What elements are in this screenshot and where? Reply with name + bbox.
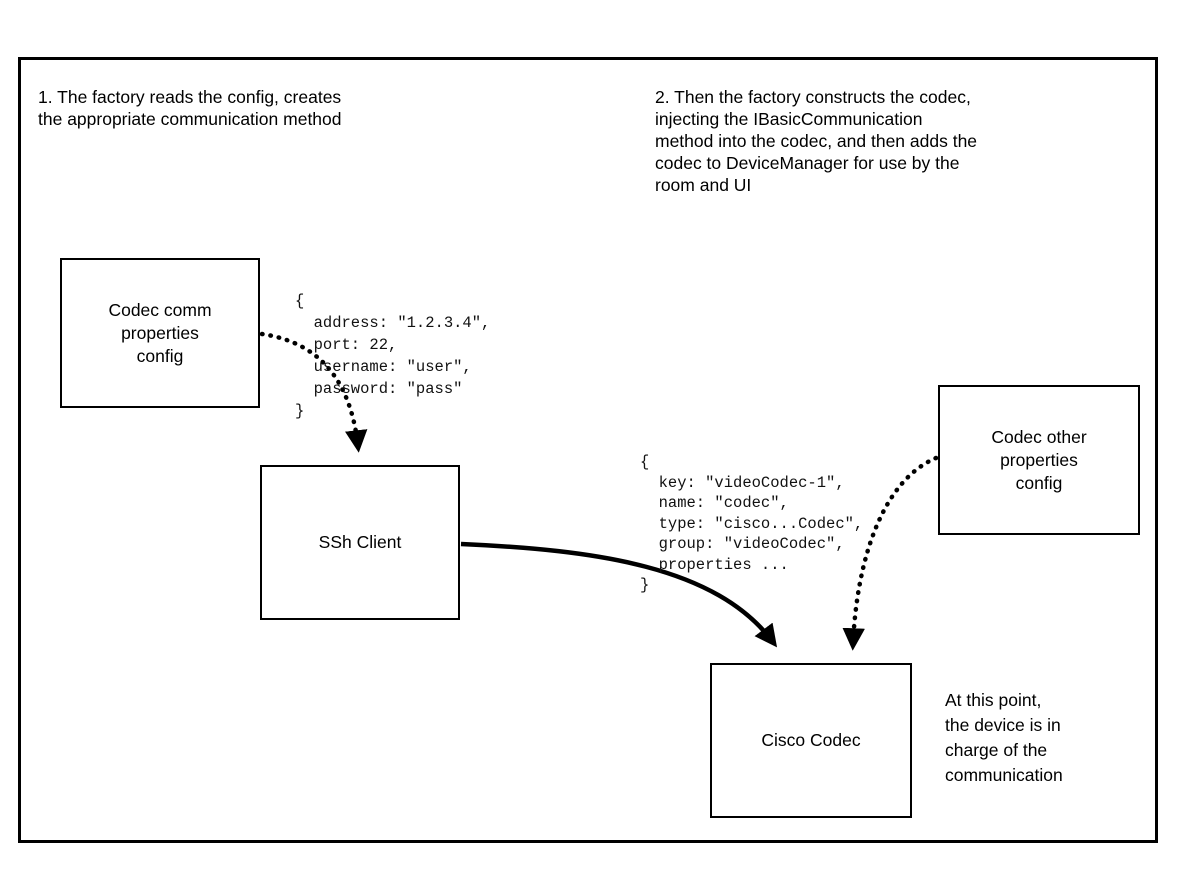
box-codec-other-config-label: Codec other properties config	[991, 426, 1087, 493]
diagram-border	[18, 57, 1158, 843]
note-step1: 1. The factory reads the config, creates…	[38, 87, 342, 129]
box-ssh-client: SSh Client	[260, 465, 460, 620]
note-endpoint: At this point, the device is in charge o…	[945, 690, 1063, 785]
box-ssh-client-label: SSh Client	[318, 532, 402, 552]
box-cisco-codec: Cisco Codec	[710, 663, 912, 818]
box-codec-comm-config: Codec comm properties config	[60, 258, 260, 408]
box-cisco-codec-label: Cisco Codec	[761, 730, 861, 750]
code-comm-properties: { address: "1.2.3.4", port: 22, username…	[295, 292, 491, 420]
box-codec-comm-config-label: Codec comm properties config	[108, 299, 212, 366]
note-step2: 2. Then the factory constructs the codec…	[655, 87, 978, 195]
code-codec-properties: { key: "videoCodec-1", name: "codec", ty…	[640, 453, 864, 594]
box-codec-other-config: Codec other properties config	[938, 385, 1140, 535]
